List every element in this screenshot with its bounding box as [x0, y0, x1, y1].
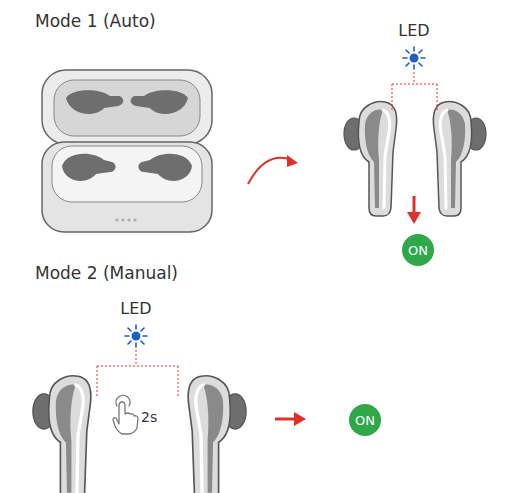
status-circle: ON: [348, 403, 382, 437]
left-earbud: [33, 376, 91, 493]
touch-hand-icon: [113, 395, 138, 434]
lid-inner: [54, 80, 200, 136]
arrow-head: [294, 412, 306, 426]
right-earbud: [433, 102, 486, 216]
down-arrow: [413, 196, 416, 214]
right-arrow: [275, 418, 296, 421]
status-text: ON: [401, 233, 435, 267]
circle-fill: [349, 404, 381, 436]
base-pocket: [62, 154, 116, 181]
right-earbud: [188, 376, 246, 493]
case-base: [42, 142, 212, 232]
left-earbud: [344, 102, 397, 216]
status-circle: ON: [401, 233, 435, 267]
charge-dots: [115, 218, 136, 221]
mode-heading: Mode 2 (Manual): [35, 264, 178, 283]
base-tray: [52, 146, 202, 202]
led-label: LED: [384, 22, 444, 40]
mode-heading: Mode 1 (Auto): [35, 12, 156, 31]
lid-pocket: [66, 90, 123, 114]
led-icon: [403, 47, 425, 69]
case-lid: [42, 70, 212, 144]
led-icon: [125, 325, 147, 347]
arrow-head: [407, 212, 421, 224]
hand-shape: [113, 402, 138, 434]
circle-fill: [402, 234, 434, 266]
led-leader: [392, 72, 437, 110]
curved-arrow: [248, 158, 292, 184]
led-label: LED: [106, 300, 166, 318]
lid-pocket: [131, 90, 188, 114]
base-pocket: [138, 154, 192, 181]
arrow-head: [287, 155, 298, 167]
duration-label: 2s: [141, 410, 157, 425]
charging-case: [42, 70, 212, 232]
led-leader: [97, 350, 178, 398]
status-text: ON: [348, 403, 382, 437]
